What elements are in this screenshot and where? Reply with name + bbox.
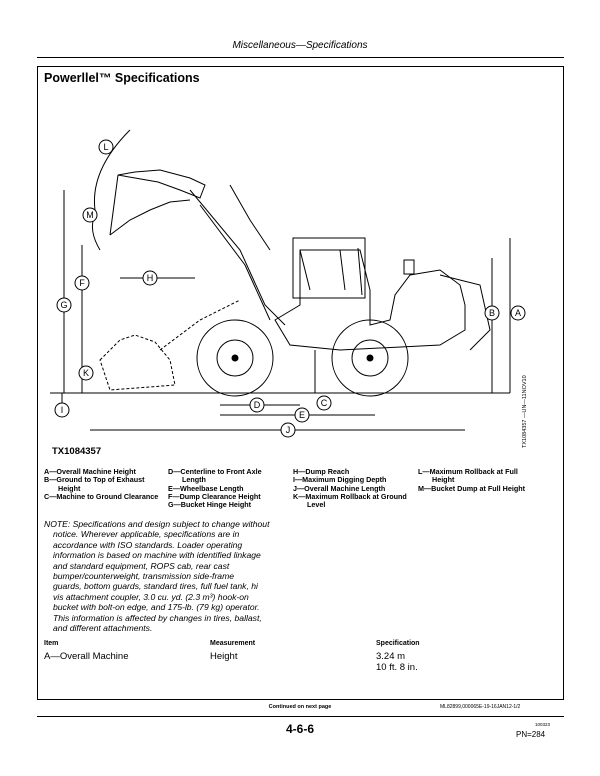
- callout-j: J: [280, 422, 296, 438]
- legend-item: E—Wheelbase Length: [168, 483, 244, 493]
- legend-item: H—Dump Reach: [293, 467, 350, 476]
- lowered-bucket: [99, 334, 176, 391]
- note-line: and standard equipment, ROPS cab, rear c…: [53, 560, 230, 571]
- footer-rule: [37, 716, 564, 717]
- callout-m-label: M: [86, 210, 94, 220]
- callout-c: C: [316, 395, 332, 411]
- legend-item: D—Centerline to Front Axle: [168, 467, 262, 476]
- spec-metric: 3.24 m: [376, 651, 406, 662]
- callout-b: B: [484, 305, 500, 321]
- legend-column-2: D—Centerline to Front Axle Length E—Whee…: [168, 467, 262, 510]
- legend-item: J—Overall Machine Length: [293, 483, 386, 493]
- table-cell-item: A—Overall Machine: [44, 651, 129, 662]
- note-line: NOTE: Specifications and design subject …: [44, 519, 270, 529]
- callout-l-label: L: [103, 142, 108, 152]
- legend-item: B—Ground to Top of Exhaust: [44, 475, 145, 485]
- legend-item: Length: [182, 475, 206, 485]
- rear-wheel: [331, 319, 409, 397]
- table-header-measurement: Measurement: [210, 640, 256, 647]
- note-line: bumper/counterweight, transmission side-…: [53, 571, 235, 582]
- callout-a: A: [510, 305, 526, 321]
- page-header-title: Miscellaneous—Specifications: [232, 40, 368, 51]
- callout-k: K: [78, 365, 94, 381]
- tilt-linkage: [229, 184, 271, 251]
- table-header-item: Item: [44, 640, 59, 647]
- callout-d-label: D: [254, 400, 261, 410]
- machine-body: [274, 249, 466, 351]
- table-cell-measurement: Height: [210, 651, 238, 662]
- callout-j-label: J: [286, 425, 291, 435]
- document-code: ML82899,000065E-19-16JAN12-1/2: [440, 704, 521, 710]
- callout-i: I: [54, 402, 70, 418]
- callout-e-label: E: [299, 410, 305, 420]
- legend-item: A—Overall Machine Height: [44, 467, 136, 476]
- header-rule: [37, 57, 564, 58]
- spec-imperial: 10 ft. 8 in.: [376, 662, 418, 673]
- exhaust-stack: [403, 259, 415, 275]
- callout-l: L: [98, 139, 114, 155]
- legend-item: G—Bucket Hinge Height: [168, 500, 252, 510]
- callout-d: D: [249, 397, 265, 413]
- lift-arm-lower: [199, 204, 271, 321]
- legend-item: C—Machine to Ground Clearance: [44, 491, 159, 501]
- legend-item: Height: [432, 475, 455, 485]
- section-title: Powerllel™ Specifications: [44, 71, 200, 85]
- loader-dimension-diagram: L M F G H K I D C E J B A: [50, 129, 526, 438]
- table-cell-specification: 3.24 m 10 ft. 8 in.: [376, 651, 418, 673]
- note-line: accordance with ISO standards. Loader op…: [53, 539, 243, 550]
- note-line: vis attachment coupler, 3.0 cu. yd. (2.3…: [53, 591, 249, 602]
- callout-h-label: H: [147, 273, 154, 283]
- legend-column-4: L—Maximum Rollback at Full Height M—Buck…: [418, 467, 526, 493]
- table-header-specification: Specification: [376, 640, 420, 647]
- callout-g-label: G: [60, 300, 67, 310]
- rear-counterweight: [439, 274, 491, 351]
- note-line: bucket with bolt-on edge, and 175-lb. (7…: [53, 602, 260, 613]
- legend-item: M—Bucket Dump at Full Height: [418, 483, 526, 493]
- raised-bucket: [117, 169, 206, 199]
- specification-note: NOTE: Specifications and design subject …: [44, 519, 292, 633]
- callout-m: M: [82, 207, 98, 223]
- legend-item: I—Maximum Digging Depth: [293, 475, 387, 485]
- callout-f: F: [74, 275, 90, 291]
- callout-a-label: A: [515, 308, 521, 318]
- callout-k-label: K: [83, 368, 89, 378]
- note-line: and different attachments.: [53, 623, 153, 634]
- callout-i-label: I: [61, 405, 64, 415]
- front-wheel: [196, 319, 274, 397]
- figure-id: TX1084357: [52, 446, 102, 457]
- legend-column-3: H—Dump Reach I—Maximum Digging Depth J—O…: [293, 467, 407, 510]
- callout-b-label: B: [489, 308, 495, 318]
- content-frame: [37, 66, 564, 700]
- note-line: notice. Wherever applicable, specificati…: [53, 529, 240, 540]
- continued-note: Continued on next page: [268, 704, 332, 710]
- pn-number: PN=284: [516, 730, 546, 739]
- lowered-arm: [159, 299, 241, 351]
- lift-arm-upper: [189, 189, 286, 326]
- legend-item: K—Maximum Rollback at Ground: [293, 491, 407, 501]
- legend-column-1: A—Overall Machine Height B—Ground to Top…: [44, 467, 159, 501]
- legend-item: Height: [58, 483, 81, 493]
- dim-l-arc: [93, 129, 131, 211]
- callout-e: E: [294, 407, 310, 423]
- note-line: guards, bottom guards, standard tires, f…: [53, 581, 258, 592]
- legend-item: L—Maximum Rollback at Full: [418, 467, 518, 476]
- footer-small-code: 100323: [535, 722, 551, 727]
- figure-side-code: TX1084357 —UN—11NOV10: [522, 375, 528, 448]
- legend-item: F—Dump Clearance Height: [168, 491, 261, 501]
- callout-c-label: C: [321, 398, 328, 408]
- callout-h: H: [142, 270, 158, 286]
- raised-bucket-edge: [109, 199, 191, 236]
- cab: [292, 237, 366, 299]
- callout-g: G: [56, 297, 72, 313]
- legend-item: Level: [307, 500, 326, 510]
- page-number: 4-6-6: [285, 722, 314, 736]
- note-line: This information is affected by changes …: [53, 612, 262, 623]
- callout-f-label: F: [79, 278, 85, 288]
- note-line: information is based on machine with ide…: [53, 550, 261, 561]
